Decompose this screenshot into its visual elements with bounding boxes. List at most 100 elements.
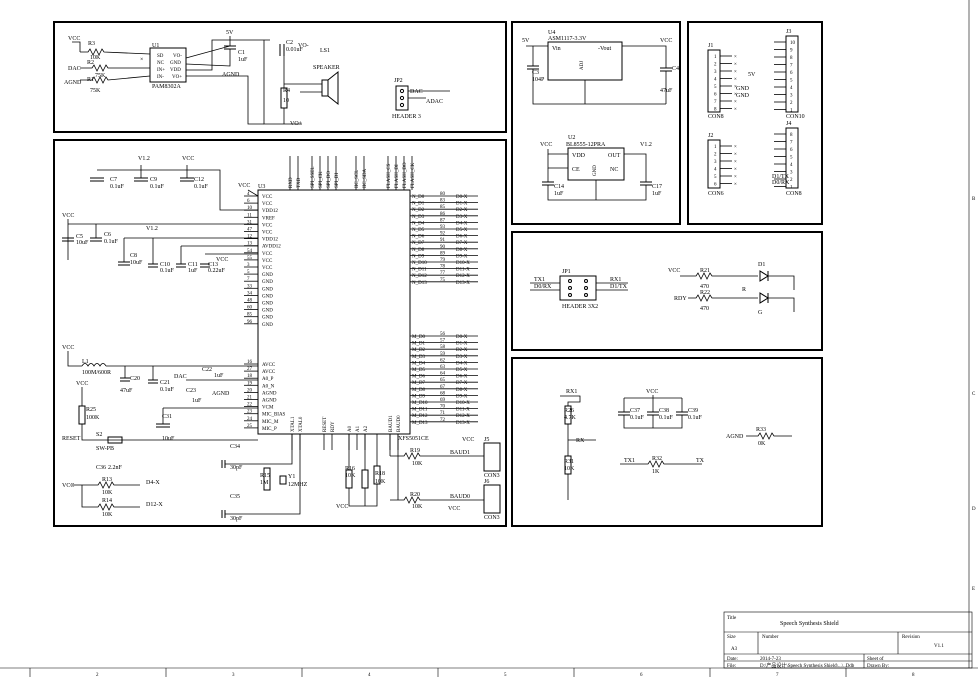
schematic-label: PAM8302A (152, 84, 181, 90)
schematic-label: C12 (194, 177, 204, 183)
pin-name: AGND (262, 399, 277, 404)
schematic-label: 0.1uF (630, 415, 645, 421)
schematic-label: R21 (700, 268, 710, 274)
schematic-label: 75K (95, 73, 106, 79)
schematic-label: DAC (410, 89, 423, 95)
top-pin-label: SPI_CK (319, 171, 324, 188)
pin-number: 4 (714, 168, 717, 173)
schematic-label: AGND (64, 80, 82, 86)
title-block: Title Speech Synthesis Shield Size A3 Nu… (723, 611, 973, 669)
pin-number: 60 (247, 306, 253, 311)
pin-number: 2 (714, 63, 717, 68)
no-connect-mark: × (734, 183, 737, 188)
schematic-label: C34 (230, 444, 240, 450)
pin-name: GND (262, 302, 273, 307)
schematic-label: R13 (102, 477, 112, 483)
schematic-label: TX1 (624, 458, 635, 464)
pin-number: 9 (790, 49, 793, 54)
pin-number: 4 (247, 192, 250, 197)
schematic-label: J2 (708, 133, 713, 139)
schematic-label: R19 (410, 448, 420, 454)
pin-name: VCC (262, 259, 273, 264)
schematic-label: JP1 (562, 269, 571, 275)
schematic-label: 10K (345, 473, 356, 479)
schematic-label: RX1 (610, 277, 621, 283)
row-label: D (972, 507, 976, 512)
net-label: D6-X (456, 375, 468, 380)
pin-name: MIC_M (262, 420, 279, 425)
pin-number: 63 (440, 365, 446, 370)
pin-number: 24 (247, 417, 253, 422)
schematic-label: × (140, 57, 143, 63)
pin-number: 93 (440, 225, 446, 230)
pin-number: 70 (440, 405, 446, 410)
schematic-label: OUT (608, 153, 621, 159)
schematic-label: GND (593, 165, 598, 176)
pin-name: M_D3 (412, 355, 426, 360)
schematic-label: AGND (222, 72, 240, 78)
pin-number: 27 (247, 367, 253, 372)
net-label: D9-X (456, 394, 468, 399)
schematic-label: D12-X (146, 502, 163, 508)
resistor-r32 (620, 460, 702, 468)
schematic-label: G (758, 310, 763, 316)
net-label: D12-X (456, 274, 470, 279)
pin-name: VCC (262, 202, 273, 207)
pin-number: 1 (714, 145, 717, 150)
pin-number: 7 (790, 141, 793, 146)
schematic-label: 30pF (230, 516, 243, 522)
pin-number: 7 (247, 277, 250, 282)
schematic-label: BAUD1 (450, 450, 470, 456)
schematic-label: VCC (216, 257, 228, 263)
net-label: D12-X (456, 414, 470, 419)
net-label: D2-X (456, 348, 468, 353)
schematic-label: ADAC (426, 99, 443, 105)
pin-number: 25 (247, 424, 253, 429)
bottom-pin-label: BAUD1 (389, 415, 394, 432)
schematic-label: GND (170, 61, 181, 66)
schematic-label: 1uF (554, 191, 564, 197)
schematic-label: 30pF (230, 465, 243, 471)
col-label: 2 (96, 673, 99, 677)
pin-number: 3 (790, 171, 793, 176)
top-pin-label: RXD (289, 177, 294, 188)
bottom-pin-label: XTAL1 (291, 416, 296, 432)
pin-name: N_D2 (412, 208, 425, 213)
schematic-label: 5V (522, 38, 530, 44)
schematic-label: C10 (160, 262, 170, 268)
net-label: D10-X (456, 261, 470, 266)
schematic-label: 104P (532, 77, 545, 83)
no-connect-mark: × (734, 63, 737, 68)
pin-number: 5 (714, 175, 717, 180)
pin-name: M_D10 (412, 401, 428, 406)
schematic-label: VDD (572, 153, 586, 159)
pin-name: GND (262, 280, 273, 285)
schematic-label: C31 (162, 414, 172, 420)
schematic-label: C11 (188, 262, 198, 268)
schematic-label: 10K (102, 512, 113, 518)
schematic-label: C3 (532, 70, 539, 76)
no-connect-mark: × (734, 153, 737, 158)
pin-number: 7 (714, 100, 717, 105)
misc-panel (511, 357, 823, 527)
pin-number: 8 (714, 108, 717, 113)
schematic-label: 5V (226, 30, 234, 36)
top-pin-label: SPI_DI (335, 173, 340, 188)
pin-number: 69 (440, 398, 446, 403)
schematic-label: V1.1 (934, 644, 944, 649)
pin-number: 54 (247, 249, 253, 254)
schematic-label: 10K (412, 461, 423, 467)
pin-number: 16 (247, 360, 253, 365)
schematic-label: C13 (208, 262, 218, 268)
pin-number: 71 (440, 411, 446, 416)
schematic-label: J1 (708, 43, 713, 49)
schematic-label: D:\产品设计\Speech Synthesis Shield\...\..Dd… (760, 662, 855, 669)
pin-number: 8 (790, 56, 793, 61)
schematic-label: 0.1uF (194, 184, 209, 190)
schematic-label: ADJ (580, 61, 585, 70)
pin-number: 68 (440, 391, 446, 396)
pin-number: 64 (440, 372, 446, 377)
schematic-label: C1 (238, 50, 245, 56)
pin-number: 3 (714, 160, 717, 165)
